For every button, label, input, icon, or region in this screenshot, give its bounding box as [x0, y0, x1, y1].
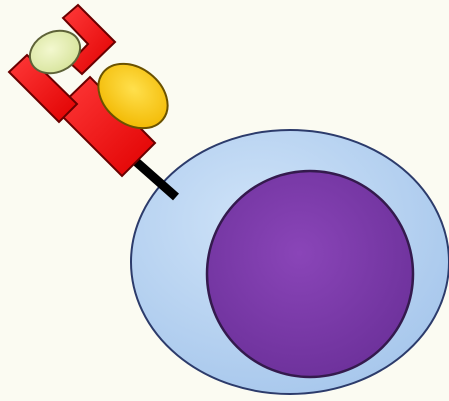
cell-nucleus [207, 171, 413, 377]
